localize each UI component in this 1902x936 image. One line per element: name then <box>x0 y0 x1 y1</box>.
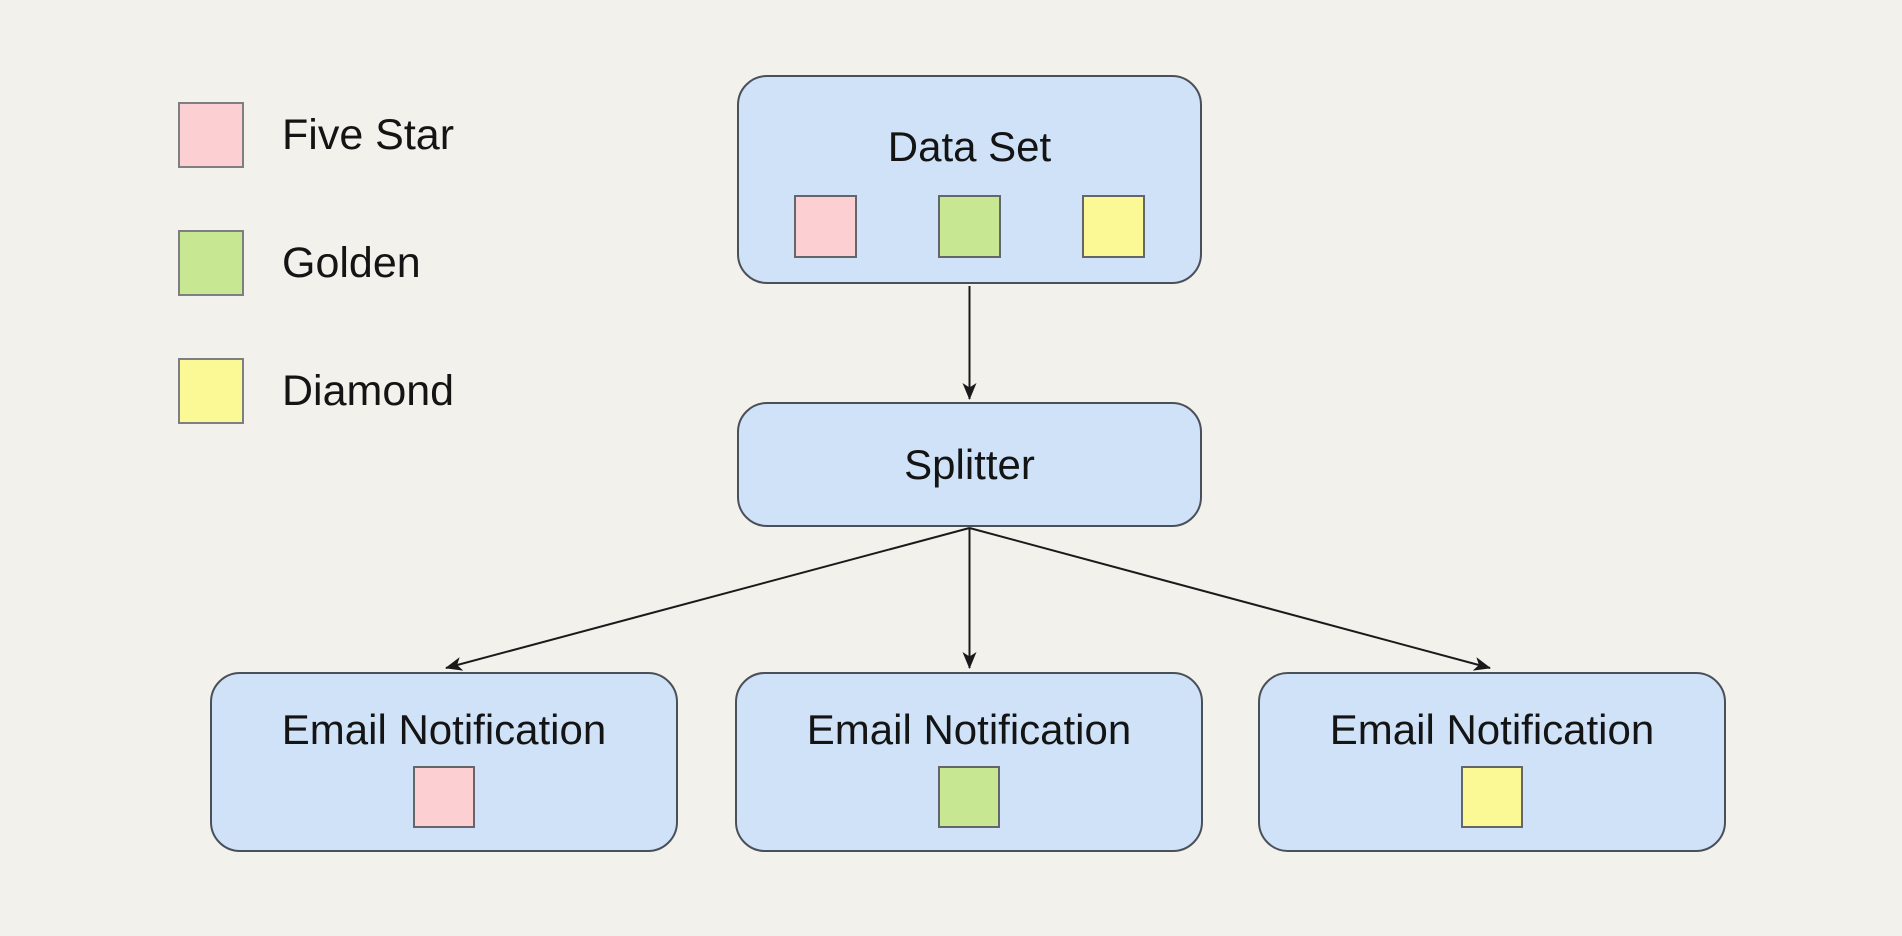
edge-splitter-to-email-3 <box>969 527 1491 671</box>
legend-label: Diamond <box>282 366 455 415</box>
five-star-swatch <box>178 102 244 168</box>
email-diamond-swatch <box>1461 766 1523 828</box>
legend-label: Golden <box>282 238 421 287</box>
node-data-set-label: Data Set <box>887 123 1052 170</box>
node-email-label: Email Notification <box>281 706 607 753</box>
node-email-label: Email Notification <box>806 706 1132 753</box>
golden-swatch <box>178 230 244 296</box>
node-email-notification-diamond[interactable]: Email Notification <box>1258 672 1726 852</box>
legend-label: Five Star <box>282 110 455 159</box>
diamond-swatch <box>178 358 244 424</box>
node-email-notification-golden[interactable]: Email Notification <box>735 672 1203 852</box>
node-splitter-label: Splitter <box>904 440 1035 488</box>
node-data-set[interactable]: Data Set <box>737 75 1202 284</box>
email-golden-swatch <box>938 766 1000 828</box>
node-splitter[interactable]: Splitter <box>737 402 1202 527</box>
node-email-notification-five-star[interactable]: Email Notification <box>210 672 678 852</box>
legend: Five Star Golden Diamond <box>178 102 454 424</box>
data-set-diamond-swatch <box>1082 195 1145 258</box>
data-set-golden-swatch <box>938 195 1001 258</box>
legend-item-diamond[interactable]: Diamond <box>178 358 454 424</box>
data-set-five-star-swatch <box>794 195 857 258</box>
email-five-star-swatch <box>413 766 475 828</box>
data-set-swatch-row <box>794 195 1145 258</box>
node-email-label: Email Notification <box>1329 706 1655 753</box>
legend-item-golden[interactable]: Golden <box>178 230 454 296</box>
legend-item-five-star[interactable]: Five Star <box>178 102 454 168</box>
edge-splitter-to-email-1 <box>445 527 970 671</box>
